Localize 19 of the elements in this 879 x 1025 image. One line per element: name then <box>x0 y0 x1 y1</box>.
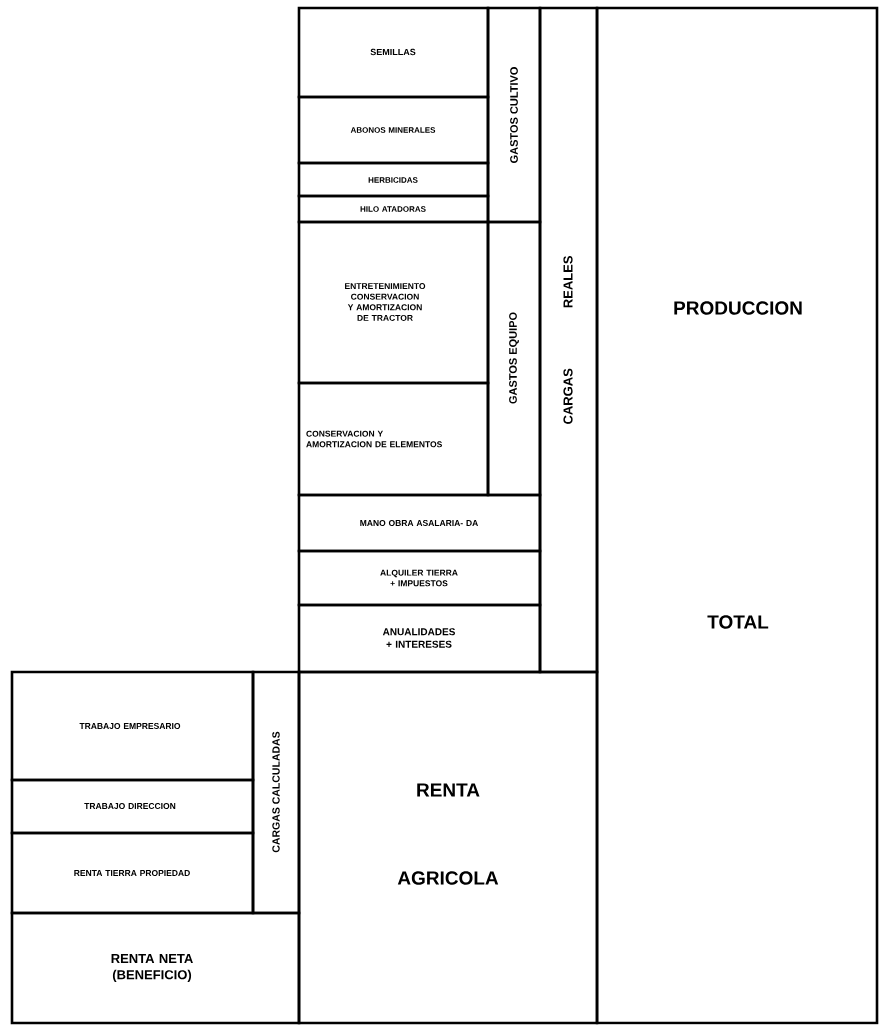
vertical-band: GASTOS EQUIPO <box>486 220 542 497</box>
cost-box: ALQUILER TIERRA + IMPUESTOS <box>297 549 542 607</box>
cost-box: SEMILLAS <box>297 6 490 99</box>
total-column: PRODUCCION TOTAL <box>595 6 879 1025</box>
cost-box: RENTA TIERRA PROPIEDAD <box>10 831 255 915</box>
income-box: RENTA AGRICOLA <box>297 670 599 1025</box>
cost-box: TRABAJO EMPRESARIO <box>10 670 255 782</box>
cost-box: ANUALIDADES + INTERESES <box>297 603 542 674</box>
cost-box: ABONOS MINERALES <box>297 95 490 165</box>
cost-box: ENTRETENIMIENTO CONSERVACION Y AMORTIZACION DE TRACTOR <box>297 220 490 385</box>
net-income-box: RENTA NETA (BENEFICIO) <box>10 911 301 1025</box>
cost-box: HERBICIDAS <box>297 161 490 198</box>
cost-box: TRABAJO DIRECCION <box>10 778 255 835</box>
cost-box: HILO ATADORAS <box>297 194 490 224</box>
vertical-band: CARGAS REALES <box>538 6 599 674</box>
cost-box: CONSERVACION Y AMORTIZACION DE ELEMENTOS <box>297 381 490 497</box>
vertical-band: CARGAS CALCULADAS <box>251 670 301 915</box>
vertical-band: GASTOS CULTIVO <box>486 6 542 224</box>
cost-box: MANO OBRA ASALARIA- DA <box>297 493 542 553</box>
